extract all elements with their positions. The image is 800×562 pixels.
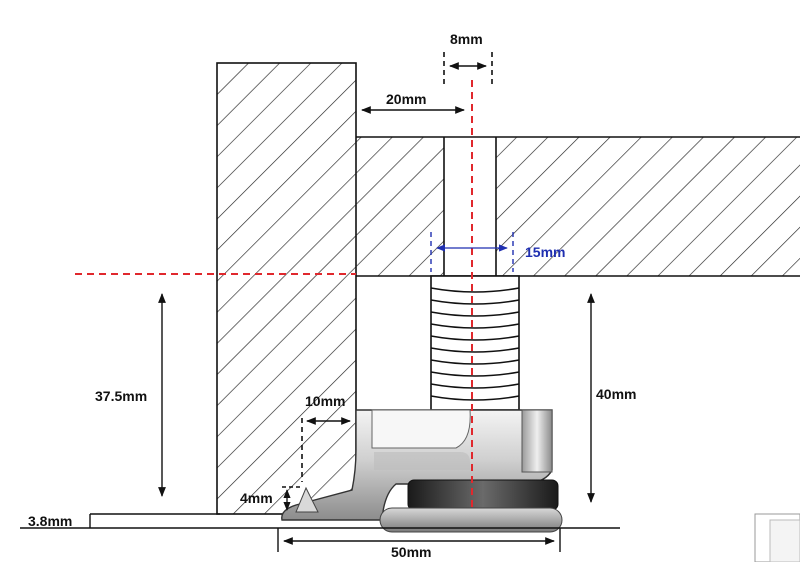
dim-10mm: 10mm xyxy=(301,393,351,482)
label-15mm: 15mm xyxy=(525,244,565,260)
dim-8mm: 8mm xyxy=(443,31,493,84)
thread-ridge xyxy=(430,311,520,317)
vertical-panel xyxy=(216,62,357,515)
thread-ridge xyxy=(430,383,520,389)
label-20mm: 20mm xyxy=(386,91,426,107)
dim-15mm: 15mm xyxy=(430,232,565,272)
clip-lip xyxy=(295,486,319,513)
thread-ridge xyxy=(430,359,520,365)
shelf-panel xyxy=(356,136,800,277)
dim-20mm: 20mm xyxy=(361,91,465,114)
base-pad xyxy=(379,507,563,533)
corner-inset xyxy=(754,513,800,562)
threaded-bolt xyxy=(430,275,520,411)
swivel-roller xyxy=(407,479,559,511)
thread-ridge xyxy=(430,323,520,329)
label-4mm: 4mm xyxy=(240,490,273,506)
thread-ridge xyxy=(430,347,520,353)
dim-37-5mm: 37.5mm xyxy=(95,293,166,497)
thread-ridge xyxy=(430,335,520,341)
dim-50mm: 50mm xyxy=(277,528,561,560)
foot-body xyxy=(281,409,553,521)
dim-3-8mm: 3.8mm xyxy=(28,513,91,529)
label-3-8mm: 3.8mm xyxy=(28,513,72,529)
thread-ridge xyxy=(430,287,520,293)
label-8mm: 8mm xyxy=(450,31,483,47)
label-40mm: 40mm xyxy=(596,386,636,402)
dim-40mm: 40mm xyxy=(587,293,636,503)
thread-ridge xyxy=(430,395,520,401)
label-37-5mm: 37.5mm xyxy=(95,388,147,404)
dim-4mm: 4mm xyxy=(240,486,301,511)
thread-ridge xyxy=(430,299,520,305)
label-50mm: 50mm xyxy=(391,544,431,560)
thread-ridge xyxy=(430,371,520,377)
label-10mm: 10mm xyxy=(305,393,345,409)
